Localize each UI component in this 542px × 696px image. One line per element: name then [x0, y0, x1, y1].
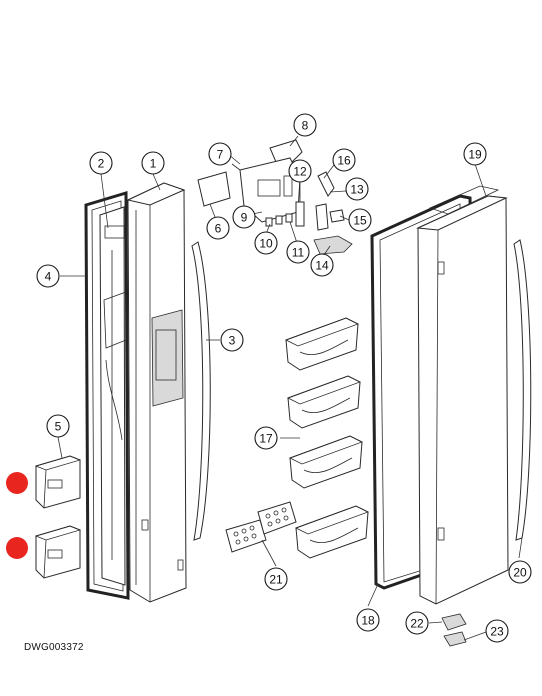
egg-tray-left: [225, 519, 267, 553]
callout-4: 4: [36, 264, 60, 288]
callout-number: 9: [241, 211, 248, 225]
fresh-food-door-panel: [416, 185, 509, 605]
callout-number: 21: [269, 573, 283, 587]
dispenser-chute-assembly: [231, 139, 303, 223]
callout-circle: [288, 159, 312, 183]
freezer-door-handle: [191, 241, 211, 541]
fresh-food-door-bin-4: [294, 505, 370, 559]
callout-7: 7: [208, 142, 232, 166]
callout-number: 7: [217, 148, 224, 162]
callout-number: 4: [45, 270, 52, 284]
callout-number: 2: [98, 157, 105, 171]
callout-23: 23: [485, 619, 509, 643]
freezer-door-panel: [126, 182, 187, 603]
callout-circle: [220, 328, 244, 352]
callout-circle: [286, 240, 310, 264]
callout-20: 20: [508, 560, 532, 584]
dispenser-pad: [313, 235, 353, 255]
callout-number: 19: [468, 148, 482, 162]
callout-circle: [332, 148, 356, 172]
door-hinge-upper: [441, 613, 467, 631]
callout-number: 3: [229, 334, 236, 348]
callout-8: 8: [293, 113, 317, 137]
callout-number: 5: [55, 420, 62, 434]
freezer-door-gasket: [84, 190, 130, 600]
callout-circle: [345, 177, 369, 201]
callout-number: 16: [337, 154, 351, 168]
callout-16: 16: [332, 148, 356, 172]
callout-10: 10: [254, 231, 278, 255]
callout-number: 22: [410, 617, 424, 631]
callout-circle: [293, 113, 317, 137]
callout-number: 12: [293, 165, 307, 179]
callout-22: 22: [405, 611, 429, 635]
callout-17: 17: [254, 426, 278, 450]
callout-number: 20: [513, 566, 527, 580]
callout-number: 23: [490, 625, 504, 639]
fresh-food-door-bin-1: [284, 317, 360, 371]
callout-circle: [46, 414, 70, 438]
callout-1: 1: [141, 151, 165, 175]
callout-15: 15: [348, 208, 372, 232]
callout-circle: [254, 231, 278, 255]
callout-19: 19: [463, 142, 487, 166]
callout-circle: [508, 560, 532, 584]
fresh-food-door-bin-3: [288, 435, 364, 489]
callout-circle: [89, 151, 113, 175]
callout-number: 15: [353, 214, 367, 228]
callout-14: 14: [310, 253, 334, 277]
callout-circle: [232, 205, 256, 229]
highlight-dot-lower-bin: [6, 537, 28, 559]
freezer-door-bin-upper: [34, 455, 82, 509]
callout-number: 6: [215, 222, 222, 236]
fresh-food-door-handle: [513, 239, 532, 541]
callout-number: 13: [350, 183, 364, 197]
callout-circle: [254, 426, 278, 450]
freezer-door-liner: [99, 206, 127, 586]
dispenser-lever: [315, 203, 329, 231]
callout-number: 10: [259, 237, 273, 251]
callout-6: 6: [206, 216, 230, 240]
highlight-dot-upper-bin: [6, 472, 28, 494]
callout-number: 18: [361, 614, 375, 628]
callout-circle: [463, 142, 487, 166]
callout-circle: [141, 151, 165, 175]
callout-number: 8: [302, 119, 309, 133]
callout-circle: [36, 264, 60, 288]
callout-21: 21: [264, 567, 288, 591]
callout-circle: [356, 608, 380, 632]
callout-13: 13: [345, 177, 369, 201]
freezer-door-bin-lower: [34, 525, 82, 579]
callout-5: 5: [46, 414, 70, 438]
dispenser-clip: [329, 209, 345, 223]
callout-number: 1: [150, 157, 157, 171]
dispenser-control-board: [197, 171, 231, 207]
callout-circle: [405, 611, 429, 635]
callout-3: 3: [220, 328, 244, 352]
callout-circle: [206, 216, 230, 240]
callout-circle: [208, 142, 232, 166]
callout-circle: [264, 567, 288, 591]
callout-circle: [348, 208, 372, 232]
callout-number: 11: [292, 246, 305, 260]
drawing-number: DWG003372: [24, 642, 84, 653]
callout-12: 12: [288, 159, 312, 183]
callout-18: 18: [356, 608, 380, 632]
callout-circle: [310, 253, 334, 277]
callout-2: 2: [89, 151, 113, 175]
callout-9: 9: [232, 205, 256, 229]
fresh-food-door-bin-2: [286, 375, 362, 429]
egg-tray-right: [257, 501, 297, 535]
dispenser-actuator: [317, 171, 335, 197]
callout-number: 14: [315, 259, 329, 273]
door-hinge-lower: [443, 631, 467, 647]
callout-circle: [485, 619, 509, 643]
callout-number: 17: [259, 432, 273, 446]
callout-11: 11: [286, 240, 310, 264]
